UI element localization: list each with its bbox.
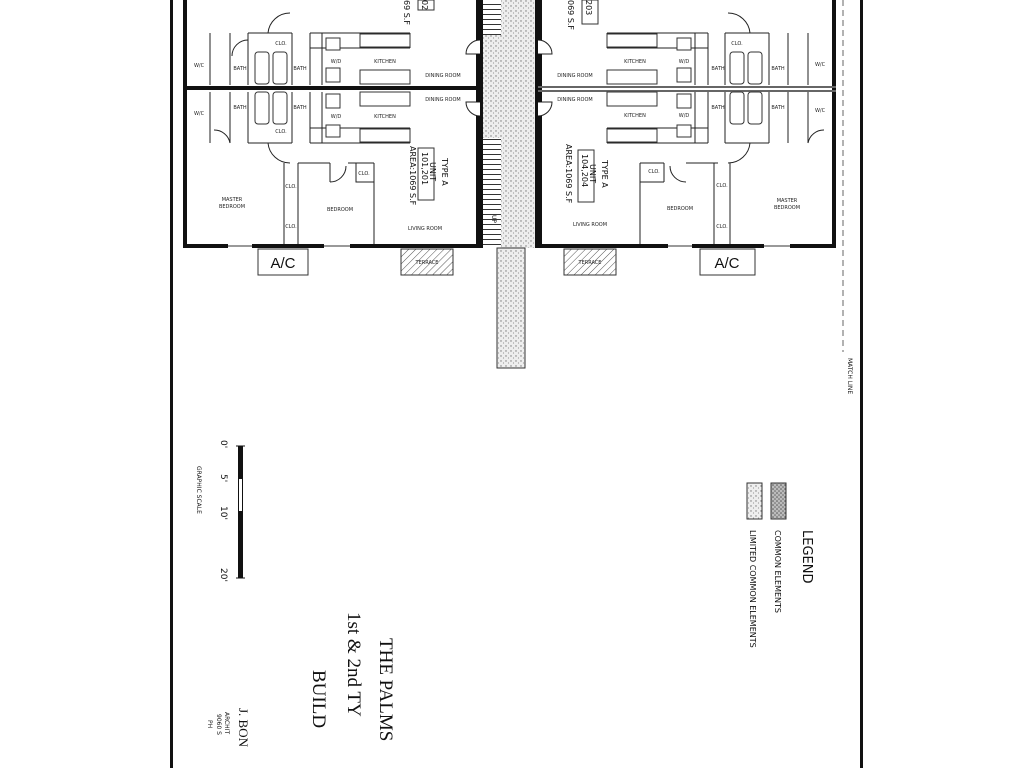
room-label: BATH — [233, 66, 247, 72]
room-label: CLO. — [275, 129, 287, 135]
room-label: BEDROOM — [774, 205, 800, 211]
room-label: W/C — [194, 63, 205, 69]
legend-label: LIMITED COMMON ELEMENTS — [748, 530, 757, 648]
unit-area: AREA:1069 S.F — [408, 146, 417, 206]
room-label: DINING ROOM — [425, 97, 460, 103]
right-building — [538, 0, 836, 276]
room-label: W/C — [815, 62, 826, 68]
ac-label: A/C — [714, 255, 739, 272]
unit-number-partial: 02 — [420, 0, 429, 10]
scale-tick: 0' — [218, 440, 228, 448]
terrace-label: TERRACE — [415, 260, 439, 266]
room-label: KITCHEN — [624, 59, 646, 65]
room-label: KITCHEN — [624, 113, 646, 119]
room-label: DINING ROOM — [557, 73, 592, 79]
legend-swatch-limited-common — [746, 482, 763, 520]
room-label: W/C — [194, 111, 205, 117]
room-label: W/D — [331, 59, 342, 65]
left-lower-unit-labels: W/C BATH BATH W/D KITCHEN DINING ROOM MA… — [194, 97, 461, 272]
ac-label: A/C — [270, 255, 295, 272]
unit-type: TYPE A — [600, 159, 609, 188]
left-building — [183, 0, 480, 276]
unit-number: 101,201 — [420, 152, 429, 185]
room-label: BATH — [293, 66, 307, 72]
room-label: CLO. — [716, 224, 728, 230]
unit-area-partial: 069 S.F — [566, 0, 575, 30]
room-label: W/D — [679, 113, 690, 119]
terrace-label: TERRACE — [578, 260, 602, 266]
architect-phone: PH — [206, 720, 213, 728]
legend: LEGEND COMMON ELEMENTS LIMITED COMMON EL… — [746, 482, 814, 648]
room-label: MASTER — [777, 198, 798, 204]
room-label: CLO. — [731, 41, 743, 47]
room-label: CLO. — [716, 183, 728, 189]
room-label: CLO. — [648, 169, 660, 175]
unit-type: TYPE A — [440, 157, 449, 186]
unit-label: UNIT — [428, 162, 437, 181]
room-label: KITCHEN — [374, 59, 396, 65]
room-label: CLO. — [285, 224, 297, 230]
room-label: W/D — [331, 114, 342, 120]
title-line-1: THE PALMS — [375, 638, 396, 741]
legend-label: COMMON ELEMENTS — [773, 530, 782, 613]
room-label: BEDROOM — [327, 207, 353, 213]
room-label: W/D — [679, 59, 690, 65]
scale-tick: 20' — [218, 568, 228, 582]
scale-tick: 10' — [218, 506, 228, 520]
unit-label: UNIT — [588, 164, 597, 183]
room-label: BATH — [711, 105, 725, 111]
room-label: CLO. — [285, 184, 297, 190]
room-label: W/C — [815, 108, 826, 114]
sheet-border-left — [170, 0, 173, 768]
architect-line: ARCHIT — [223, 712, 230, 734]
unit-number-partial: 203 — [584, 0, 593, 15]
room-label: DINING ROOM — [557, 97, 592, 103]
architect-address: 9060 S — [215, 714, 222, 735]
match-line-label: MATCH LINE — [846, 358, 853, 394]
unit-number: 104,204 — [580, 154, 589, 187]
room-label: BEDROOM — [667, 206, 693, 212]
right-lower-unit-labels: DINING ROOM KITCHEN W/D BATH BATH W/C MA… — [557, 97, 825, 272]
room-label: DINING ROOM — [425, 73, 460, 79]
architect-name: J. BON — [236, 708, 251, 748]
graphic-scale: 0' 5' 10' 20' GRAPHIC SCALE — [195, 440, 245, 582]
legend-swatch-common — [770, 482, 787, 520]
title-line-3: BUILD — [308, 670, 329, 728]
room-label: CLO. — [358, 171, 370, 177]
unit-tags: 02 69 S.F 203 069 S.F TYPE A UNIT 101,20… — [402, 0, 609, 206]
title-line-2: 1st & 2nd TY — [343, 612, 364, 717]
unit-area: AREA:1069 S.F — [564, 144, 573, 204]
room-label: BATH — [711, 66, 725, 72]
legend-title: LEGEND — [799, 530, 814, 583]
room-label: CLO. — [275, 41, 287, 47]
title-block: THE PALMS 1st & 2nd TY BUILD J. BON ARCH… — [206, 612, 396, 748]
scale-title: GRAPHIC SCALE — [195, 466, 202, 514]
unit-area-partial: 69 S.F — [402, 0, 411, 25]
left-upper-unit-labels: W/C BATH BATH W/D KITCHEN DINING ROOM CL… — [194, 41, 461, 79]
scale-tick: 5' — [218, 474, 228, 482]
room-label: BATH — [771, 105, 785, 111]
room-label: KITCHEN — [374, 114, 396, 120]
room-label: BATH — [771, 66, 785, 72]
room-label: BATH — [293, 105, 307, 111]
stair-up-label: UP — [490, 215, 497, 223]
room-label: BATH — [233, 105, 247, 111]
right-upper-unit-labels: DINING ROOM KITCHEN W/D BATH BATH W/C CL… — [557, 41, 825, 79]
room-label: BEDROOM — [219, 204, 245, 210]
sheet-border-right — [860, 0, 863, 768]
room-label: MASTER — [222, 197, 243, 203]
room-label: LIVING ROOM — [573, 222, 607, 228]
room-label: LIVING ROOM — [408, 226, 442, 232]
stair-corridor: UP — [465, 0, 553, 369]
